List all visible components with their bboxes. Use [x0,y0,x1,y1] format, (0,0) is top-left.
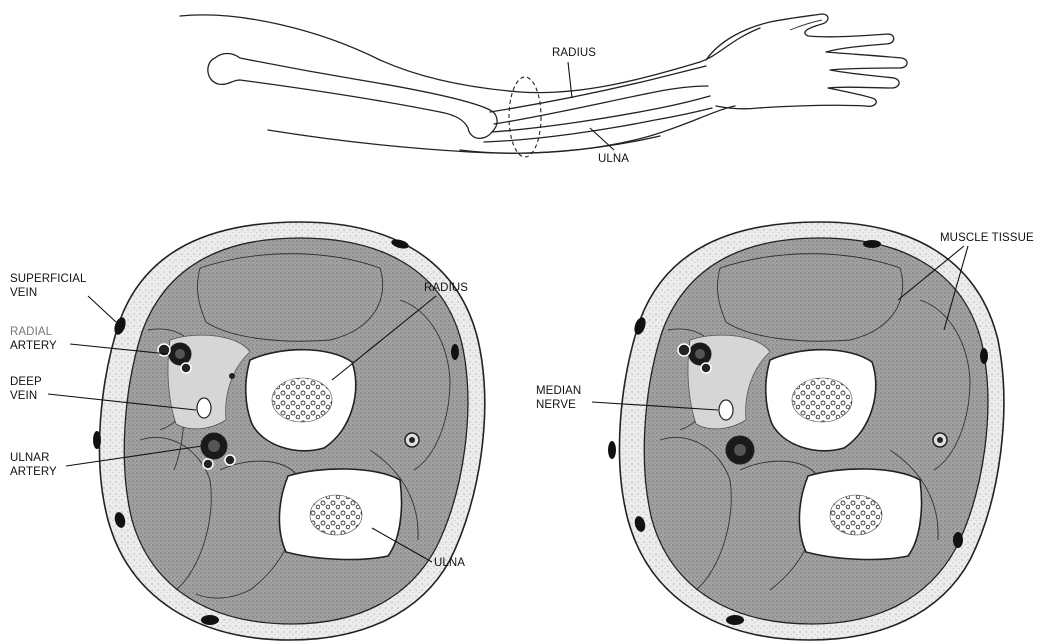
superficial-vein-right-1 [863,240,881,248]
superficial-vein-left-2 [93,431,101,449]
humerus-bone [208,54,497,139]
label-ulnar-artery-l1: ULNAR [10,452,49,464]
superficial-vein-right-2 [980,348,988,364]
ulnar-vein-a-left [225,455,235,465]
small-vessel-core-left [409,437,415,443]
radial-artery-lumen-left [175,349,185,359]
leader-radius-top [568,62,572,98]
label-median-nerve-l1: MEDIAN [536,385,581,397]
small-vessel-core-right [937,437,943,443]
radius-marrow-right [792,378,852,422]
label-radial-artery-l2: ARTERY [10,340,57,352]
deep-vein-left [197,398,211,418]
superficial-vein-right-7 [953,532,963,548]
label-radius-top: RADIUS [552,47,596,59]
label-median-nerve-l2: NERVE [536,399,576,411]
leader-superficial-vein [88,296,116,322]
ulnar-artery-lumen-right [734,444,746,456]
label-radial-artery-l1: RADIAL [10,326,53,338]
label-superficial-vein-l2: VEIN [10,287,37,299]
superficial-vein-left-4 [201,615,219,625]
superficial-vein-right-6 [726,615,744,625]
ulna-marrow-right [830,495,882,535]
ulnar-vein-b-left [203,459,213,469]
small-dot-left [229,373,235,379]
cross-section-right [608,222,1004,640]
radial-vein-a-right [678,344,690,356]
label-radius-section: RADIUS [424,282,468,294]
lower-arm-base [460,136,660,153]
label-muscle-tissue: MUSCLE TISSUE [940,232,1034,244]
arm-upper-contour [180,15,760,93]
radial-vein-b-left [181,363,191,373]
radial-artery-lumen-right [695,349,705,359]
radial-vein-a-left [158,344,170,356]
ulna-bone-lower [484,108,712,142]
ulna-marrow-left [310,495,362,535]
label-deep-vein-l1: DEEP [10,376,42,388]
radial-vein-b-right [701,363,711,373]
median-nerve-right [719,400,733,420]
arm-lower-contour [268,106,735,153]
hand-outline [706,14,907,109]
label-superficial-vein-l1: SUPERFICIAL [10,273,87,285]
radius-marrow-left [272,378,332,422]
superficial-vein-right-4 [608,441,616,459]
arm-illustration [180,14,907,157]
label-ulna-top: ULNA [598,153,629,165]
ulnar-artery-lumen-left [208,440,220,452]
label-deep-vein-l2: VEIN [10,390,37,402]
label-ulnar-artery-l2: ARTERY [10,466,57,478]
label-ulna-section: ULNA [434,557,465,569]
superficial-vein-label: SUPERFICIAL VEIN [10,273,116,322]
superficial-vein-left-5 [451,344,459,360]
